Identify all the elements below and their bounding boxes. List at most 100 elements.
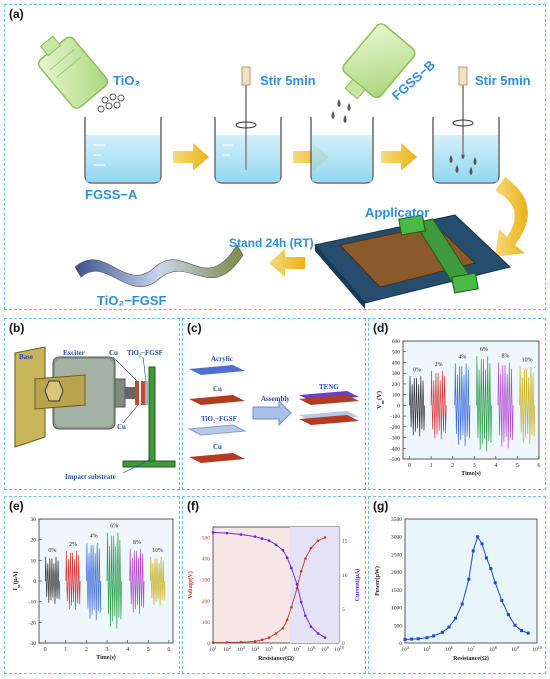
x-tick-label: 1010	[532, 645, 542, 654]
x-tick-label: 108	[307, 645, 315, 654]
series-line	[497, 362, 514, 449]
power-point	[500, 598, 504, 602]
current-point	[281, 548, 285, 552]
beaker-4-icon	[432, 117, 500, 184]
y-axis-label: Isc(μA)	[12, 572, 21, 591]
y-left-tick-label: 0	[207, 641, 210, 647]
series-line	[86, 542, 102, 621]
power-point	[493, 581, 497, 585]
x-tick-label: 0	[408, 463, 411, 469]
teng-bottom-icon	[299, 411, 359, 425]
y-right-tick-label: 10	[342, 573, 348, 579]
voltage-point	[323, 536, 327, 539]
panel-b-diagram: Base Exciter Cu TiO₂−FGSF Cu Impact subs…	[14, 346, 176, 481]
x-tick-label: 0	[44, 647, 47, 653]
cu-bottom-label: Cu	[117, 423, 126, 431]
stir-1-label: Stir 5min	[260, 73, 316, 88]
exciter-label: Exciter	[63, 349, 85, 357]
voltage-point	[299, 569, 303, 573]
power-point	[403, 637, 407, 641]
series-line	[149, 556, 166, 606]
current-point	[290, 566, 293, 570]
voltage-point	[304, 557, 307, 560]
y-tick-label: 1000	[391, 606, 402, 612]
power-point	[454, 616, 458, 620]
current-point	[316, 632, 320, 635]
power-point	[506, 613, 510, 617]
tio2-fgsf-label: TiO₂−FGSF	[127, 349, 163, 357]
x-axis-label: Resistance(Ω)	[453, 655, 489, 662]
series-label: 8%	[502, 353, 510, 359]
curved-arrow-icon	[495, 177, 528, 257]
y-axis-label: Voc(V)	[376, 391, 385, 409]
y-tick-label: 400	[392, 360, 401, 366]
series-line	[65, 550, 81, 610]
panel-g-label: (g)	[373, 499, 389, 513]
voltage-point	[295, 586, 299, 590]
y-tick-label: -300	[390, 436, 400, 442]
cu1-label: Cu	[213, 385, 222, 393]
y-tick-label: 2000	[391, 570, 402, 576]
power-point	[416, 637, 420, 641]
x-tick-label: 104	[251, 645, 259, 654]
cu2-label: Cu	[213, 443, 222, 451]
impact-substrate-icon	[122, 366, 176, 468]
current-point	[253, 535, 257, 538]
stirrer-1-icon	[235, 66, 257, 170]
x-axis-label: Time(s)	[461, 470, 481, 477]
voltage-point	[260, 638, 264, 642]
current-point	[304, 614, 307, 618]
series-label: 0%	[413, 367, 421, 373]
panel-b-label: (b)	[9, 321, 25, 335]
x-tick-label: 3	[106, 647, 109, 653]
x-tick-label: 1010	[334, 645, 344, 654]
y-tick-label: -10	[29, 600, 37, 606]
x-tick-label: 107	[293, 645, 301, 654]
series-line	[409, 375, 425, 437]
plot-area	[404, 518, 538, 644]
series-line	[454, 363, 471, 447]
power-point	[447, 625, 451, 629]
current-point	[211, 531, 215, 534]
droplets-icon	[331, 99, 351, 123]
panel-c-diagram: Acrylic Cu TiO₂−FGSF Cu Assembly TENG	[187, 355, 359, 463]
panel-b: (b) Base Exciter Cu TiO₂−FGSF Cu Impact …	[4, 318, 180, 490]
y-tick-label: 600	[392, 339, 401, 345]
series-label: 0%	[48, 548, 56, 554]
stand-label: Stand 24h (RT)	[229, 236, 314, 250]
current-point	[267, 539, 271, 542]
power-point	[480, 542, 484, 546]
stirrer-2-icon	[452, 66, 474, 155]
x-tick-label: 2	[85, 647, 88, 653]
series-label: 4%	[458, 354, 466, 360]
y-left-tick-label: 200	[202, 599, 211, 605]
applicator-icon	[314, 214, 512, 309]
y-right-tick-label: 5	[342, 607, 345, 613]
panel-c: (c) Acrylic Cu TiO₂−FGSF Cu Assembly TEN…	[182, 318, 366, 490]
cu1-layer-icon	[189, 395, 245, 405]
x-tick-label: 101	[209, 645, 217, 654]
voltage-point	[309, 546, 313, 550]
y-tick-label: -500	[390, 457, 400, 463]
x-tick-label: 106	[445, 645, 453, 654]
y-left-tick-label: 400	[202, 557, 211, 563]
y-right-axis-label: Current(μA)	[354, 569, 361, 602]
voltage-point	[316, 539, 320, 543]
panel-e-label: (e)	[9, 499, 24, 513]
x-tick-label: 4	[494, 463, 497, 469]
y-tick-label: 3500	[391, 517, 402, 523]
current-point	[295, 583, 299, 586]
x-tick-label: 107	[467, 645, 475, 654]
x-tick-label: 103	[237, 645, 245, 654]
teng-top-icon	[299, 391, 359, 405]
series-line	[476, 356, 492, 452]
voltage-point	[285, 618, 289, 622]
cu-electrode-icon	[135, 381, 148, 405]
y-tick-label: 2500	[391, 552, 402, 558]
power-point	[467, 577, 471, 581]
